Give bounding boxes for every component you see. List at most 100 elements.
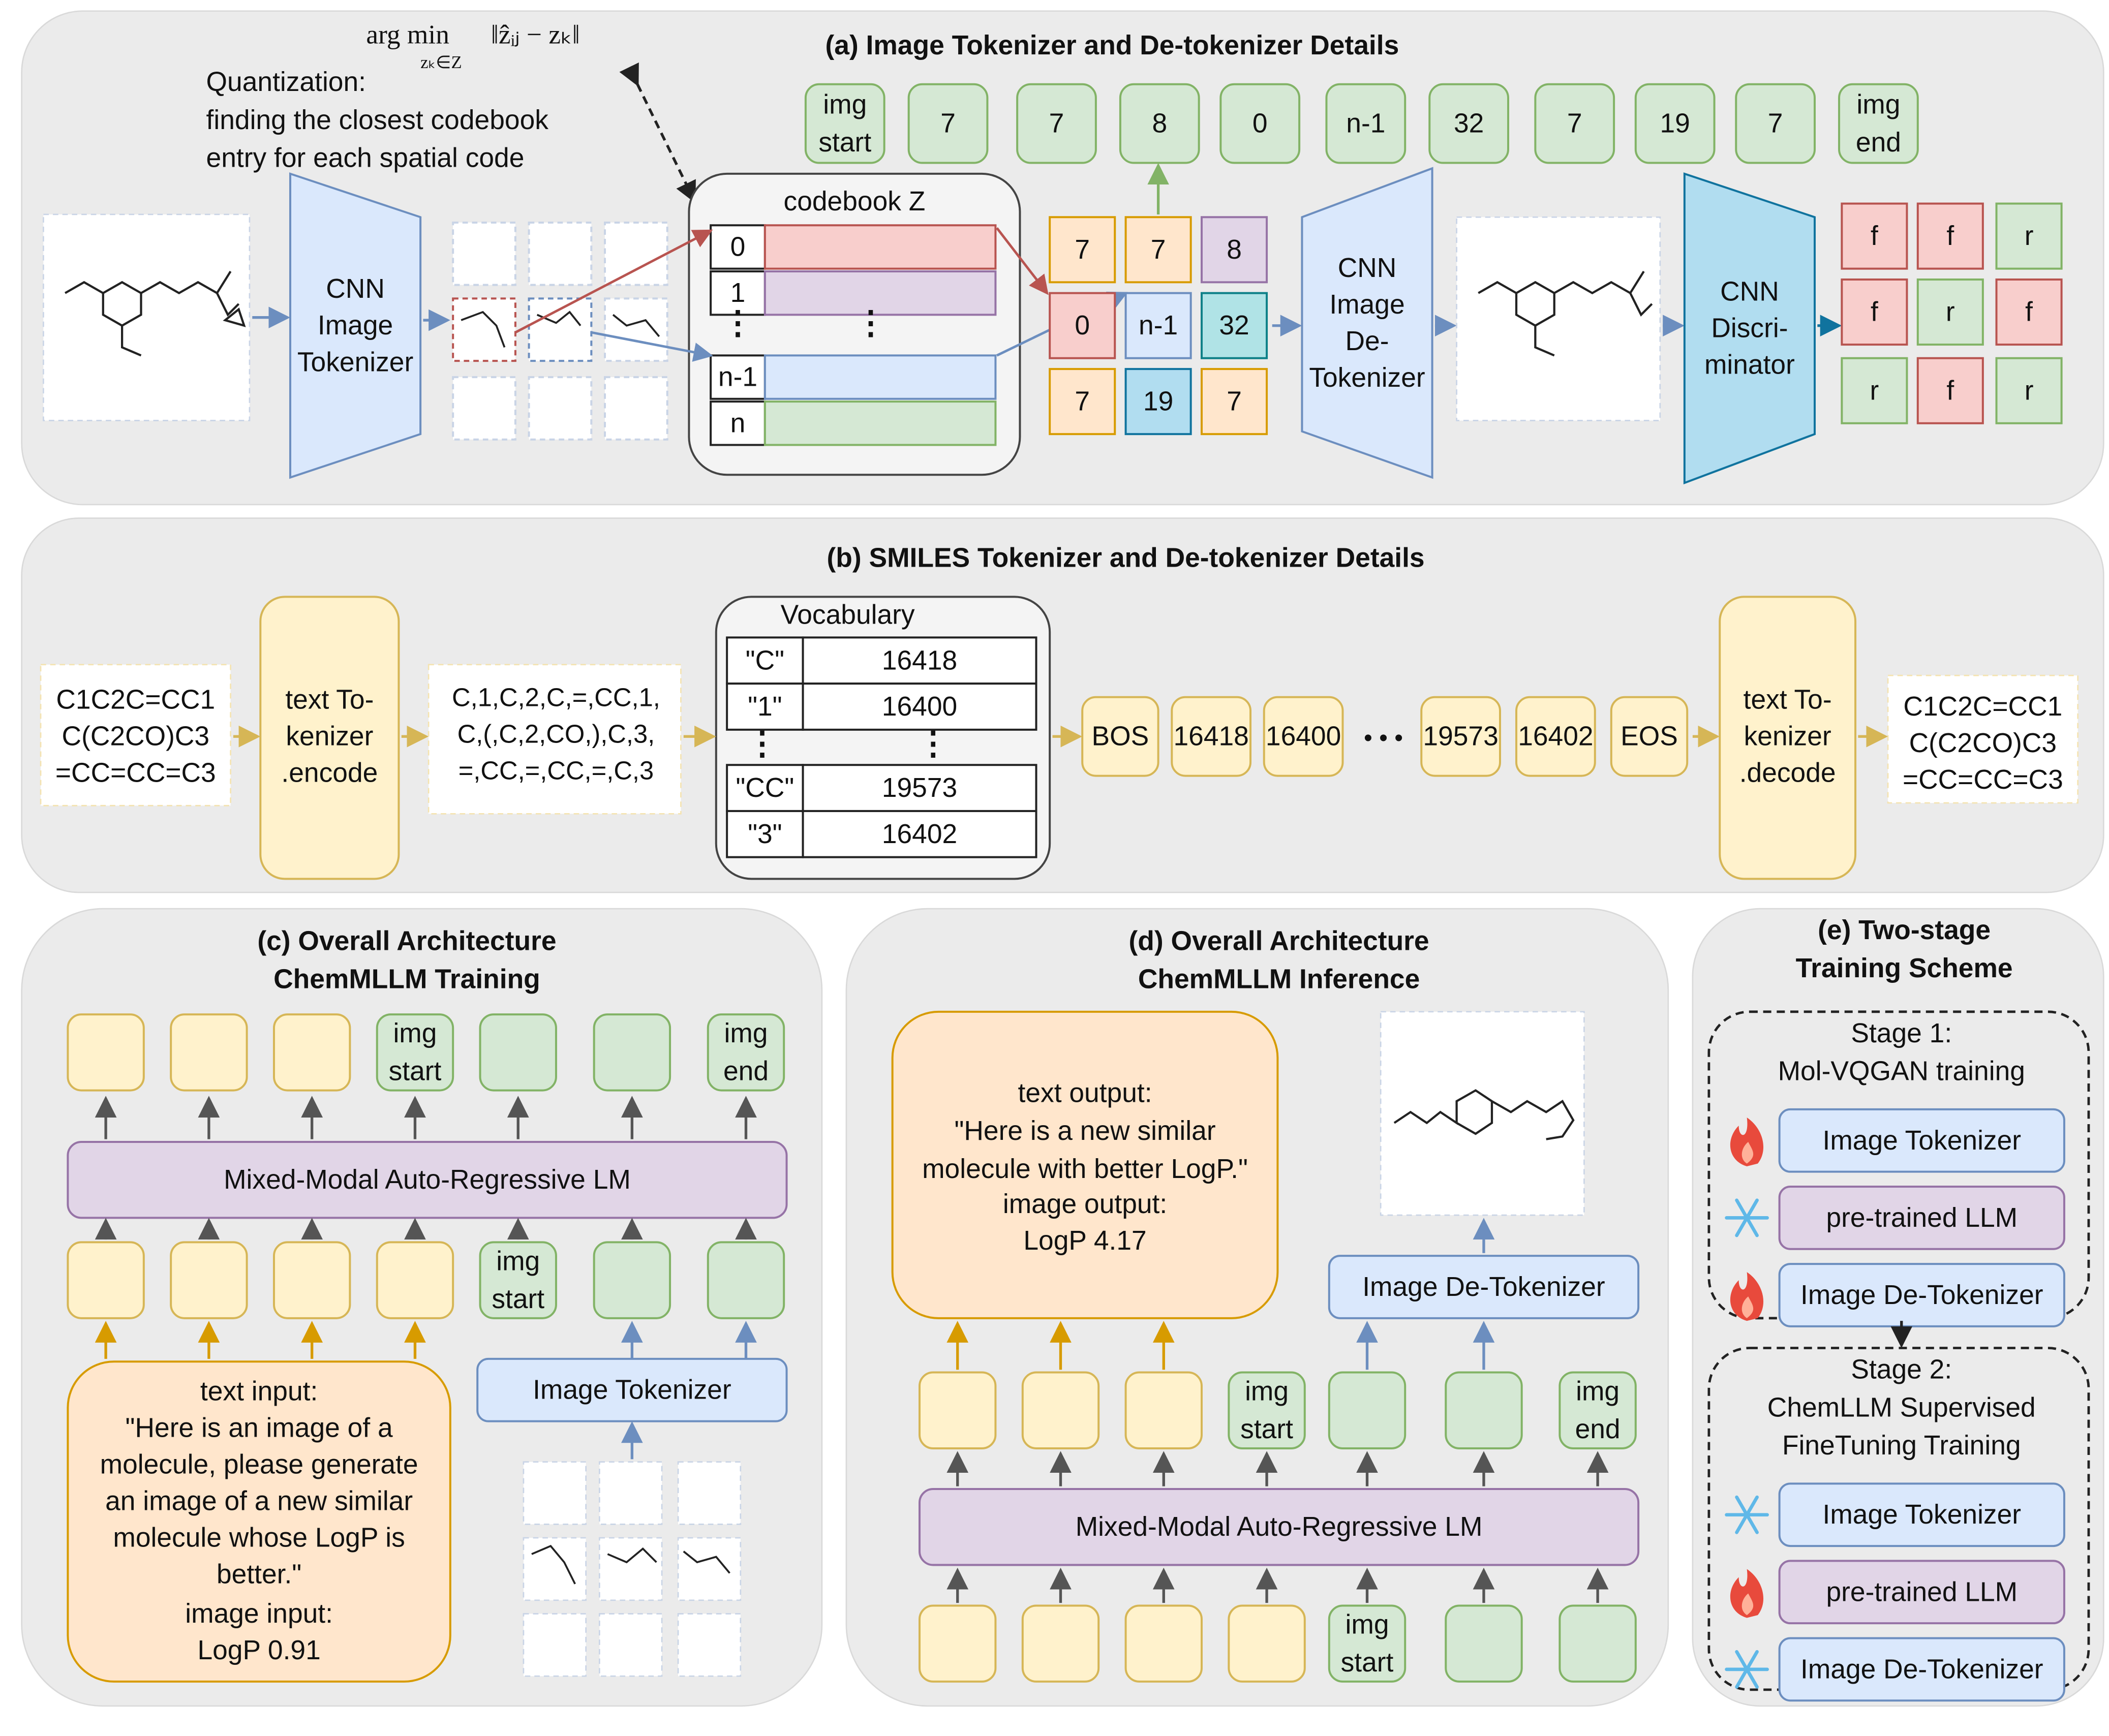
panel-a: (a) Image Tokenizer and De-tokenizer Det…: [21, 10, 2104, 506]
img-start-text: img: [393, 1018, 437, 1048]
codebook-vector: [763, 224, 997, 270]
code-index-text: 7: [1075, 387, 1090, 417]
real-fake-cell: [1841, 278, 1908, 346]
text-token: [1124, 1371, 1203, 1449]
panel-d-title-text: ChemMLLM Inference: [1138, 964, 1420, 994]
image-token: [593, 1013, 671, 1092]
img-end-text: img: [1576, 1376, 1619, 1406]
codebook-entries: 01n-1n⋮⋮: [710, 224, 997, 446]
panel-c-title-text: ChemMLLM Training: [273, 964, 540, 994]
image-token: [1228, 1371, 1306, 1449]
patch: [528, 376, 593, 441]
text-token: [376, 1241, 454, 1319]
molecule-drawing: [1393, 1089, 1575, 1140]
image-token: 7: [1016, 83, 1097, 164]
text-tokenizer-decode: text To-kenizer.decode: [1739, 685, 1836, 788]
real-fake-cell: [1995, 278, 2063, 346]
token-id-text: 16402: [1518, 722, 1593, 752]
text-token: [1021, 1371, 1100, 1449]
img-start-text: img: [1346, 1609, 1389, 1639]
real-fake-cell: [1916, 278, 1984, 346]
code-index-cell: [1124, 292, 1192, 359]
stage-module-text: pre-trained LLM: [1826, 1577, 2018, 1607]
text-token: [272, 1241, 351, 1319]
image-token: [1558, 1604, 1637, 1683]
stage-module-text: Image Tokenizer: [1823, 1126, 2022, 1156]
panel-d-title-text: (d) Overall Architecture: [1129, 926, 1429, 956]
image-detokenizer-text: Image De-Tokenizer: [1362, 1272, 1605, 1302]
image-token: [376, 1013, 454, 1092]
patch: [677, 1461, 742, 1525]
lm-text: Mixed-Modal Auto-Regressive LM: [224, 1165, 631, 1195]
panel-b: (b) SMILES Tokenizer and De-tokenizer De…: [21, 517, 2104, 893]
codebook-vector: [763, 270, 997, 316]
vocab-id-cell: [802, 810, 1037, 858]
code-index-text: 19: [1143, 387, 1173, 417]
codebook-index-text: 0: [730, 232, 746, 262]
image-token: [1445, 1371, 1523, 1449]
vocab-key: "1": [748, 692, 782, 722]
quantization-note: Quantization:finding the closest codeboo…: [206, 67, 549, 173]
token-id-text: 16400: [1266, 722, 1341, 752]
image-input-text: LogP 0.91: [197, 1635, 320, 1665]
patch-molecule-fragment: [461, 311, 660, 348]
quantization-text: finding the closest codebook: [206, 105, 549, 135]
svg-text:zₖ∈Z: zₖ∈Z: [420, 52, 462, 72]
stage-module-text: Image Tokenizer: [1823, 1500, 2022, 1530]
text-token: [170, 1013, 248, 1092]
text-token: [1124, 1604, 1203, 1683]
vocab-key-cell: [726, 683, 804, 731]
image-token-text: start: [818, 128, 871, 158]
smiles-input-text: C1C2C=CC1: [56, 685, 215, 715]
patch: [452, 376, 516, 441]
vocab-id-cell: [802, 683, 1037, 731]
vocab-id: 19573: [882, 773, 957, 803]
codebook-index-text: n: [730, 408, 746, 438]
code-index-cell: [1200, 368, 1268, 436]
input-molecule-image: [43, 213, 251, 421]
image-token-text: end: [1856, 128, 1901, 158]
img-start-text: start: [492, 1284, 544, 1314]
vocab-key: "C": [746, 645, 784, 675]
patch: [598, 1613, 663, 1677]
real-fake-text: f: [1871, 221, 1878, 251]
image-token-text: 7: [1567, 109, 1582, 139]
img-start-text: img: [496, 1246, 540, 1276]
encode-text: text To-: [285, 685, 374, 715]
token-id-text: EOS: [1621, 722, 1678, 752]
real-fake-text: r: [2025, 221, 2034, 251]
real-fake-cell: [1841, 357, 1908, 424]
text-token: [67, 1241, 145, 1319]
image-token-text: n-1: [1346, 109, 1385, 139]
code-index-cell: [1200, 292, 1268, 359]
ellipsis-dots: • • •: [1364, 725, 1403, 752]
vocab-id-cell: [802, 636, 1037, 685]
vocab-id: 16418: [882, 645, 957, 675]
code-index-text: 7: [1151, 235, 1166, 265]
codebook-title: codebook Z: [784, 187, 926, 216]
real-fake-cell: [1916, 202, 1984, 270]
code-index-text: 7: [1227, 387, 1242, 417]
panel-c-title-text: (c) Overall Architecture: [257, 926, 556, 956]
patch: [604, 297, 668, 362]
token-id-box: [1171, 696, 1252, 777]
molecule-drawing: [65, 270, 246, 357]
text-input-text: an image of a new similar: [105, 1486, 413, 1516]
img-end-text: end: [723, 1057, 769, 1087]
image-token: 32: [1428, 83, 1510, 164]
smiles-input-text: C(C2CO)C3: [62, 722, 210, 752]
patch: [677, 1613, 742, 1677]
disc-text: minator: [1704, 350, 1795, 380]
text-output-text: molecule with better LogP.": [922, 1154, 1248, 1184]
cnn-tok-text: Image: [318, 311, 393, 340]
fire-icon: [1730, 1272, 1764, 1321]
patch: [604, 376, 668, 441]
